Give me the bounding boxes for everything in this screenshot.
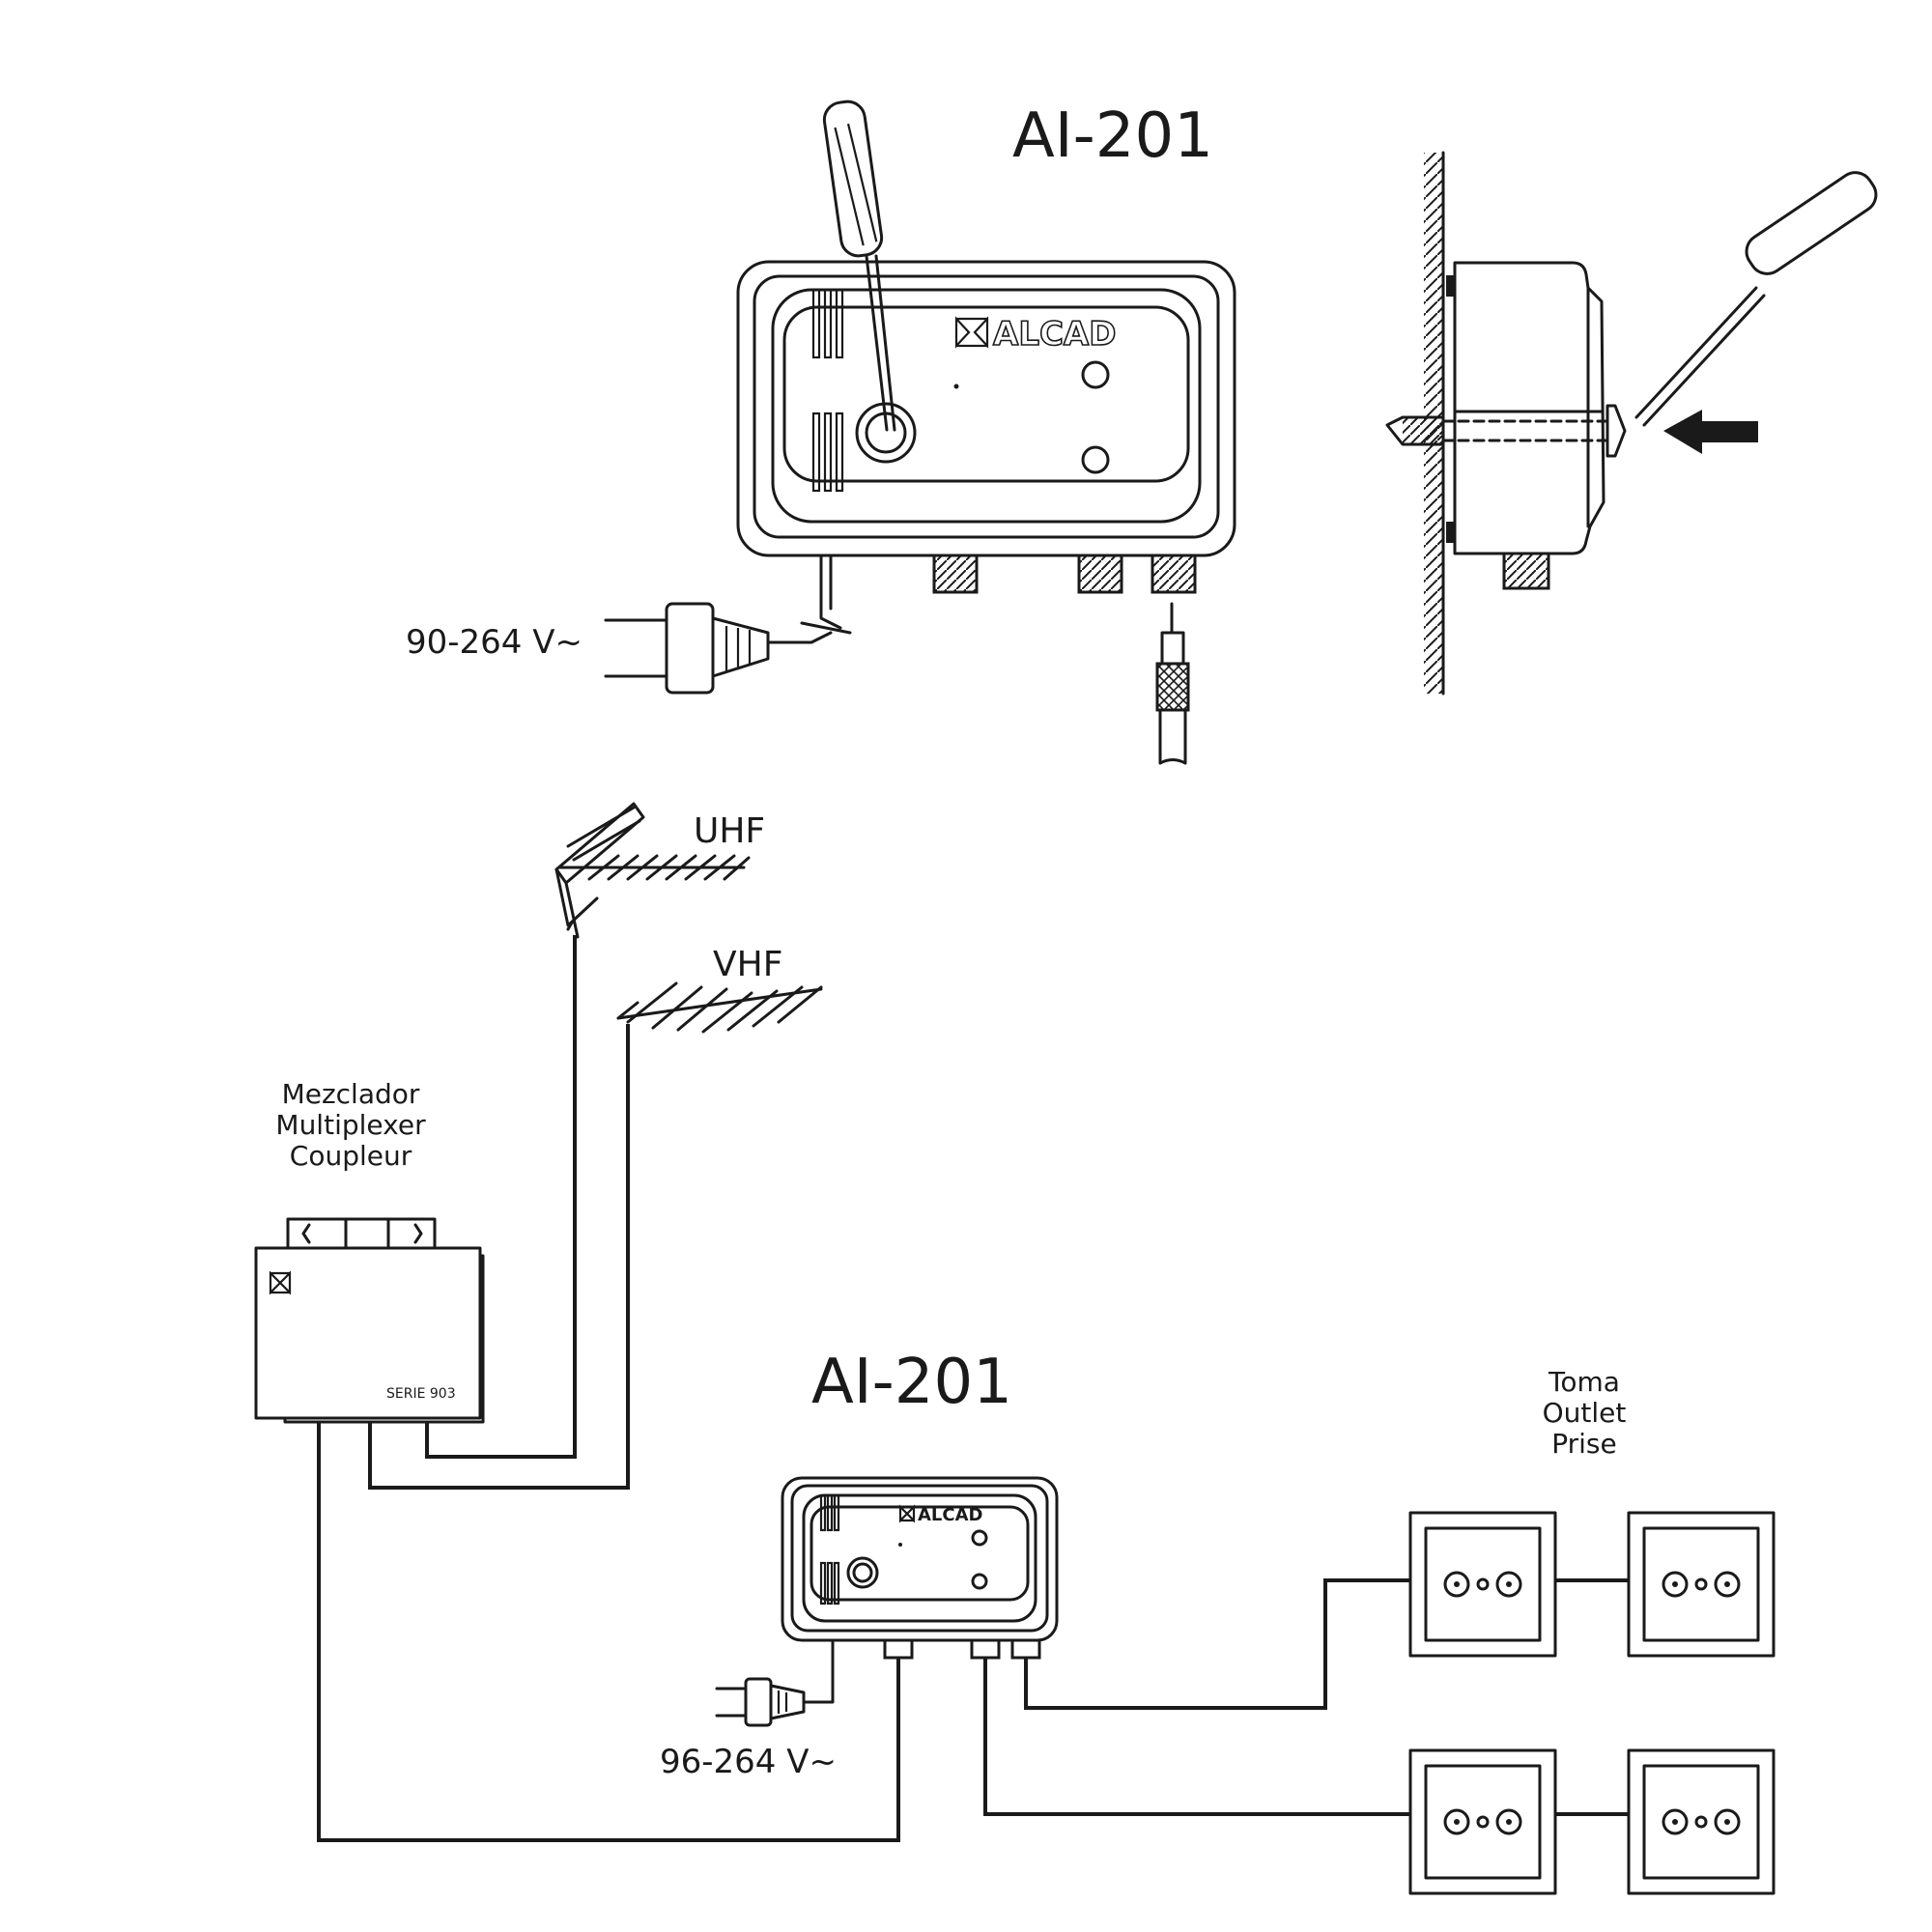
- mixer-logo: [269, 1270, 292, 1295]
- bottom-power-plug: [715, 1638, 835, 1727]
- vhf-elements: [626, 981, 823, 1034]
- push-arrow: [1663, 410, 1758, 454]
- input-connector: [932, 554, 979, 594]
- output-connector-1: [1077, 554, 1123, 594]
- bottom-voltage-label: 96-264 V~: [660, 1743, 837, 1781]
- outlet-1: [1408, 1511, 1557, 1658]
- top-amplifier: ALCAD: [604, 99, 1236, 765]
- outlet-4: [1627, 1748, 1776, 1895]
- mixer-series-label: SERIE 903: [386, 1386, 456, 1402]
- vent-slots-lower: [811, 412, 844, 493]
- mount-hole-upper: [1081, 360, 1110, 389]
- mount-hole-lower: [1081, 445, 1110, 474]
- top-model-title: AI-201: [1012, 100, 1213, 172]
- outlet-label-es: Toma: [1548, 1366, 1620, 1398]
- top-power-cable: [766, 554, 852, 644]
- side-connector: [1502, 552, 1550, 590]
- bottom-model-title: AI-201: [811, 1347, 1012, 1418]
- wiring: [317, 935, 1629, 1842]
- top-voltage-label: 90-264 V~: [406, 623, 582, 662]
- bottom-vent-upper: [819, 1493, 840, 1532]
- bottom-mount-hole-upper: [971, 1529, 988, 1547]
- outlet-3: [1408, 1748, 1557, 1895]
- mixer-label-es: Mezclador: [282, 1078, 420, 1110]
- uhf-antenna: [554, 802, 751, 939]
- mixer-label-fr: Coupleur: [290, 1140, 412, 1172]
- bottom-gain-knob: [846, 1556, 879, 1589]
- coax-f-plug: [1155, 602, 1190, 765]
- bottom-amplifier: ALCAD: [781, 1476, 1059, 1660]
- outlet-2: [1627, 1511, 1776, 1658]
- vhf-label: VHF: [713, 945, 782, 984]
- bottom-input-connector: [883, 1638, 914, 1660]
- vent-slots-upper: [811, 288, 844, 359]
- alcad-logo: ALCAD: [954, 314, 1117, 355]
- uhf-label: UHF: [694, 811, 765, 851]
- bottom-output-connector-1: [970, 1638, 1001, 1660]
- bottom-alcad-logo: [898, 1504, 916, 1523]
- bottom-led-dot: [898, 1543, 902, 1547]
- brand-name: ALCAD: [993, 315, 1116, 354]
- wire-amp-to-outlet-3: [983, 1658, 1410, 1816]
- screwdriver-front: [822, 99, 896, 432]
- bottom-brand-name: ALCAD: [918, 1505, 982, 1525]
- mixer-unit: [254, 1217, 485, 1424]
- power-led-dot: [953, 384, 959, 389]
- bottom-output-connector-2: [1010, 1638, 1041, 1660]
- outlet-label-en: Outlet: [1543, 1397, 1627, 1429]
- wire-uhf-to-mixer: [425, 935, 577, 1459]
- wire-amp-to-outlet-1: [1024, 1578, 1410, 1710]
- wall-mount-view: [1385, 151, 1878, 696]
- mount-screw: [1385, 404, 1627, 458]
- uhf-elements: [587, 854, 751, 881]
- top-power-plug: [604, 602, 770, 695]
- wire-vhf-to-mixer: [368, 1024, 630, 1490]
- vhf-antenna: [616, 981, 823, 1034]
- outlet-label-fr: Prise: [1551, 1428, 1617, 1460]
- screwdriver-side: [1634, 171, 1878, 427]
- output-connector-2: [1151, 554, 1197, 594]
- wire-mixer-to-amplifier: [317, 1422, 900, 1842]
- bottom-mount-hole-lower: [971, 1573, 988, 1590]
- bottom-vent-lower: [819, 1561, 840, 1605]
- mixer-label-en: Multiplexer: [275, 1109, 426, 1141]
